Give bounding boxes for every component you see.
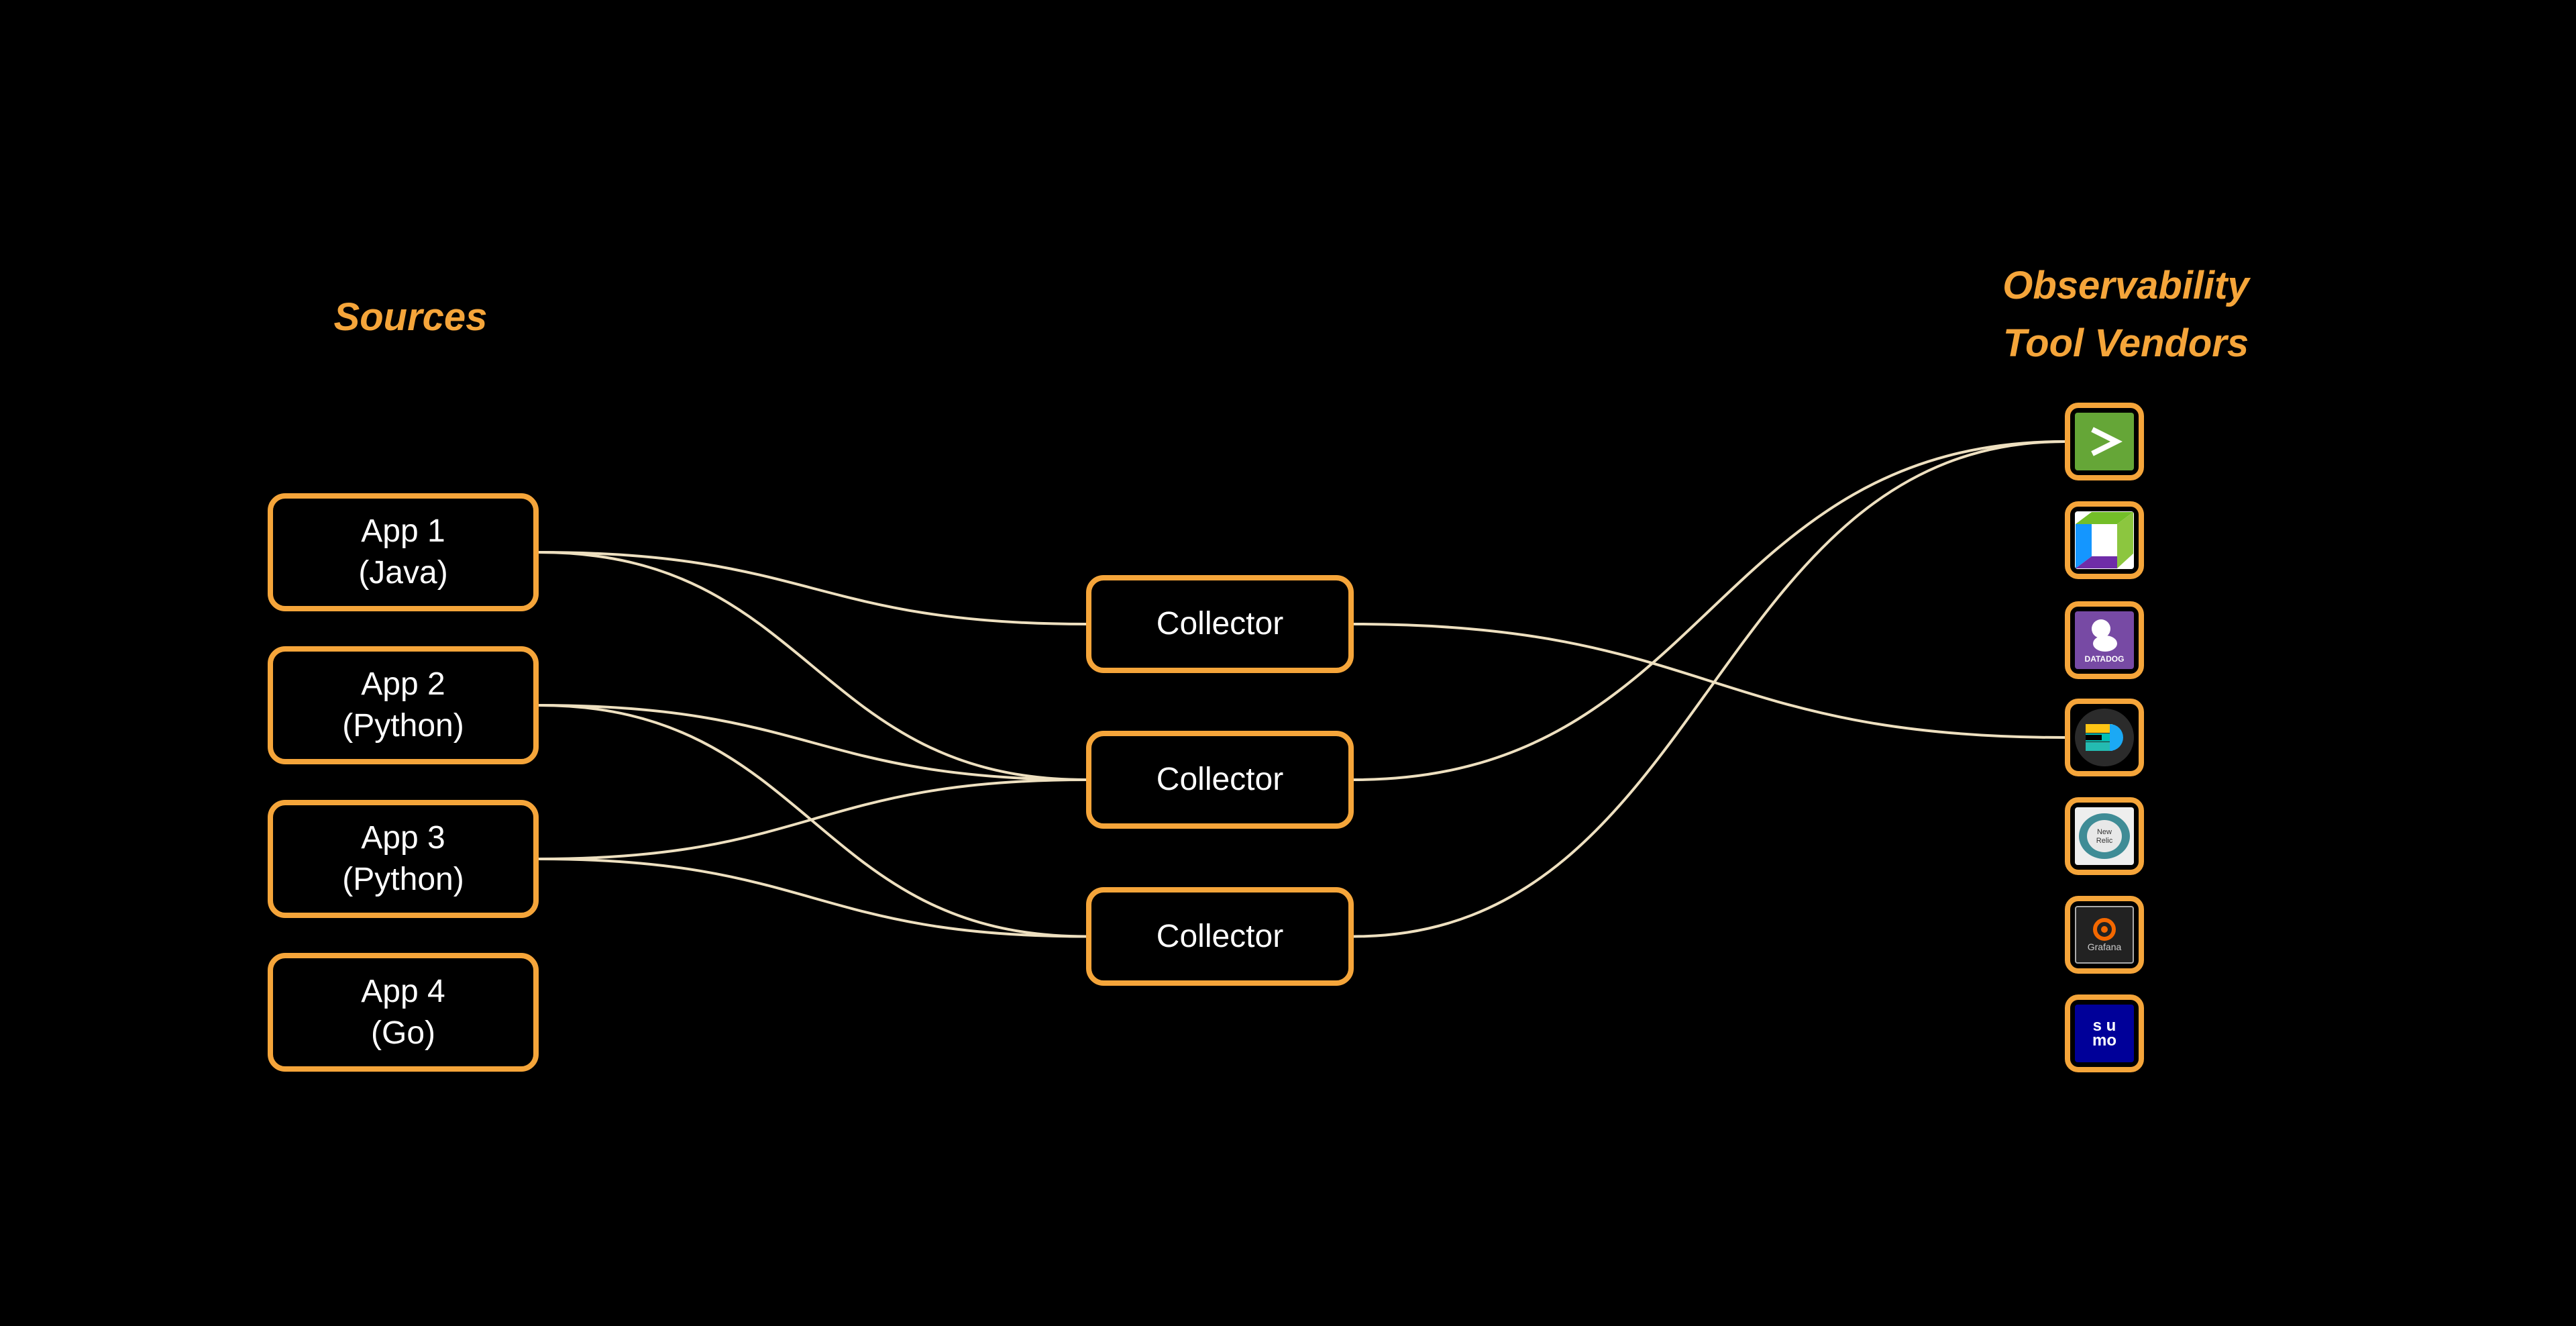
- connection-app3-c3: [538, 858, 1087, 938]
- app-language: (Python): [342, 862, 464, 897]
- connection-c1-elastic: [1353, 623, 2065, 739]
- connection-app3-c2: [538, 778, 1087, 860]
- app-node-3[interactable]: App 3 (Python): [268, 800, 539, 918]
- app-name: App 4: [361, 973, 445, 1009]
- vendors-title-line2: Tool Vendors: [2002, 321, 2249, 365]
- collector-label: Collector: [1156, 918, 1284, 954]
- splunk-logo-icon: [2075, 413, 2134, 470]
- collector-label: Collector: [1156, 762, 1284, 797]
- vendors-title: Observability Tool Vendors: [1925, 257, 2327, 372]
- collector-node-1[interactable]: Collector: [1086, 575, 1354, 673]
- collector-node-3[interactable]: Collector: [1086, 887, 1354, 986]
- vendors-title-line1: Observability: [2002, 264, 2249, 307]
- vendor-elastic[interactable]: [2065, 699, 2144, 776]
- vendor-splunk[interactable]: [2065, 403, 2144, 480]
- vendor-datadog[interactable]: DATADOG: [2065, 601, 2144, 679]
- connection-app1-c1: [538, 551, 1087, 625]
- collector-label: Collector: [1156, 606, 1284, 642]
- elastic-logo-icon: [2075, 709, 2134, 766]
- app-name: App 1: [361, 513, 445, 549]
- connection-app2-c3: [538, 704, 1087, 938]
- app-name: App 2: [361, 666, 445, 702]
- vendor-grafana[interactable]: Grafana: [2065, 896, 2144, 974]
- vendor-dynatrace[interactable]: [2065, 501, 2144, 579]
- app-node-4[interactable]: App 4 (Go): [268, 953, 539, 1072]
- app-name: App 3: [361, 820, 445, 856]
- connection-c3-splunk: [1353, 440, 2065, 938]
- connection-app1-c2: [538, 551, 1087, 781]
- app-language: (Python): [342, 708, 464, 744]
- svg-text:Relic: Relic: [2096, 837, 2113, 845]
- dynatrace-logo-icon: [2075, 511, 2134, 569]
- grafana-logo-icon: Grafana: [2075, 906, 2134, 964]
- collector-node-2[interactable]: Collector: [1086, 731, 1354, 829]
- datadog-logo-icon: DATADOG: [2075, 611, 2134, 669]
- app-language: (Java): [358, 555, 448, 591]
- connection-c2-splunk: [1353, 440, 2065, 781]
- app-language: (Go): [371, 1015, 435, 1051]
- sources-title: Sources: [333, 295, 488, 339]
- svg-text:New: New: [2097, 828, 2112, 836]
- connection-app2-c2: [538, 704, 1087, 781]
- app-node-2[interactable]: App 2 (Python): [268, 646, 539, 764]
- app-node-1[interactable]: App 1 (Java): [268, 493, 539, 611]
